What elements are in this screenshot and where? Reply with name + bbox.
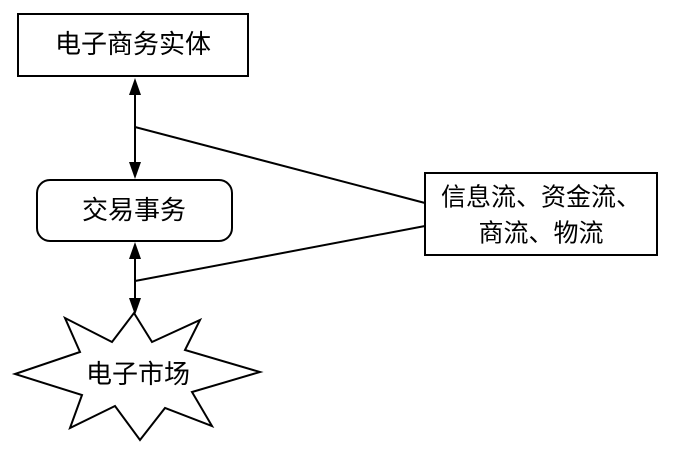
entity-node: 电子商务实体 bbox=[17, 13, 249, 77]
entity-label: 电子商务实体 bbox=[55, 30, 211, 60]
market-node: 电子市场 bbox=[11, 311, 264, 442]
arrowhead-up bbox=[129, 242, 141, 259]
market-starburst bbox=[11, 311, 264, 442]
transaction-label: 交易事务 bbox=[82, 196, 186, 226]
flows-label-line1: 信息流、资金流、 bbox=[441, 183, 641, 212]
arrowhead-down bbox=[129, 162, 141, 179]
transaction-node: 交易事务 bbox=[36, 179, 233, 242]
arrowhead-up bbox=[129, 78, 141, 95]
arrow-transaction-market bbox=[129, 242, 141, 315]
link-lower-to-flows bbox=[134, 225, 426, 282]
market-label: 电子市场 bbox=[86, 360, 190, 390]
arrowhead-down bbox=[129, 298, 141, 315]
flows-box bbox=[424, 172, 658, 256]
flows-node: 信息流、资金流、 商流、物流 bbox=[424, 172, 658, 256]
flows-label-line2: 商流、物流 bbox=[478, 219, 603, 248]
transaction-box bbox=[36, 179, 233, 242]
entity-box bbox=[17, 13, 249, 77]
link-upper-to-flows bbox=[134, 126, 426, 204]
